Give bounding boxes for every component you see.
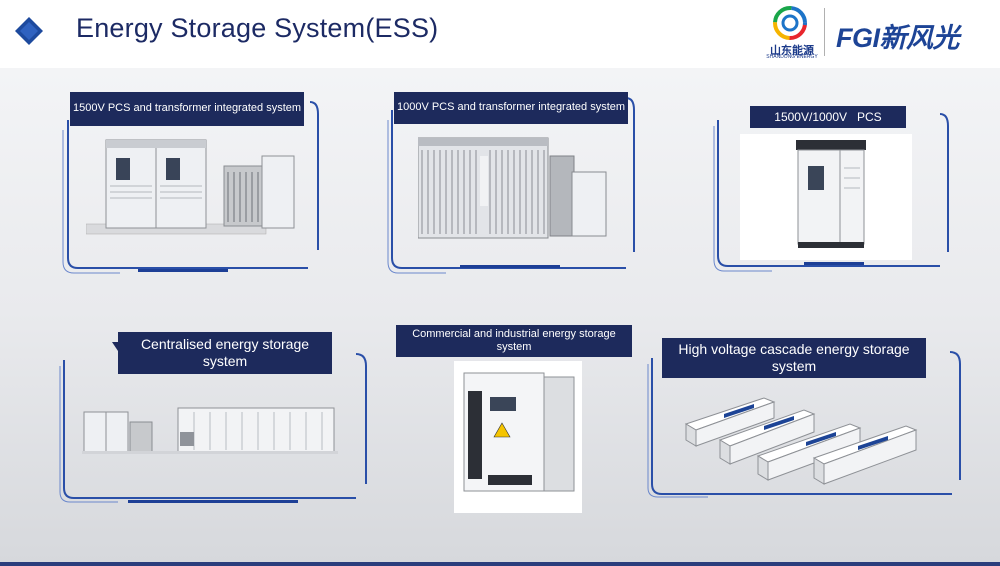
product-card-4: Centralised energy storage system	[58, 332, 370, 504]
card-frame	[387, 97, 635, 274]
centralised-ess-image	[82, 407, 338, 454]
fgi-brand-latin: FGI	[836, 23, 880, 53]
fgi-brand-cn: 新风光	[879, 23, 960, 53]
product-card-5: Commercial and industrial energy storage…	[396, 325, 632, 515]
product-label: Commercial and industrial energy storage…	[396, 325, 632, 357]
slide-header: Energy Storage System(ESS) 山东能源 SHANDONG…	[0, 0, 1000, 68]
product-label: Centralised energy storage system	[118, 332, 332, 374]
logo-divider	[824, 8, 825, 56]
diamond-icon	[15, 17, 43, 45]
logo-cn-text: 山东能源	[770, 45, 814, 57]
pcs-transformer-1000v-image	[418, 137, 607, 239]
product-label: 1500V/1000V PCS	[750, 106, 906, 128]
card-frame	[713, 113, 949, 272]
product-card-3: 1500V/1000V PCS	[712, 106, 950, 274]
product-card-1: 1500V PCS and transformer integrated sys…	[60, 90, 319, 276]
product-card-6: High voltage cascade energy storage syst…	[647, 334, 964, 498]
pcs-cabinet-image	[796, 140, 866, 248]
fgi-brand: FGI新风光	[836, 16, 959, 55]
commercial-industrial-ess-image	[463, 372, 575, 492]
logo-area: 山东能源 SHANDONG ENERGY FGI新风光	[760, 6, 990, 60]
logo-en-text: SHANDONG ENERGY	[766, 54, 818, 60]
card-frame	[59, 342, 367, 503]
bottom-accent-line	[0, 562, 1000, 566]
product-label: 1500V PCS and transformer integrated sys…	[70, 92, 304, 126]
product-label: 1000V PCS and transformer integrated sys…	[394, 92, 628, 124]
product-label: High voltage cascade energy storage syst…	[662, 338, 926, 378]
high-voltage-cascade-ess-image	[684, 397, 918, 485]
product-card-2: 1000V PCS and transformer integrated sys…	[386, 90, 636, 276]
card-frame	[647, 351, 961, 498]
slide-title: Energy Storage System(ESS)	[76, 13, 439, 43]
pcs-transformer-1500v-image	[86, 139, 295, 235]
card-frame	[62, 101, 319, 274]
shandong-energy-logo-icon	[773, 6, 807, 40]
